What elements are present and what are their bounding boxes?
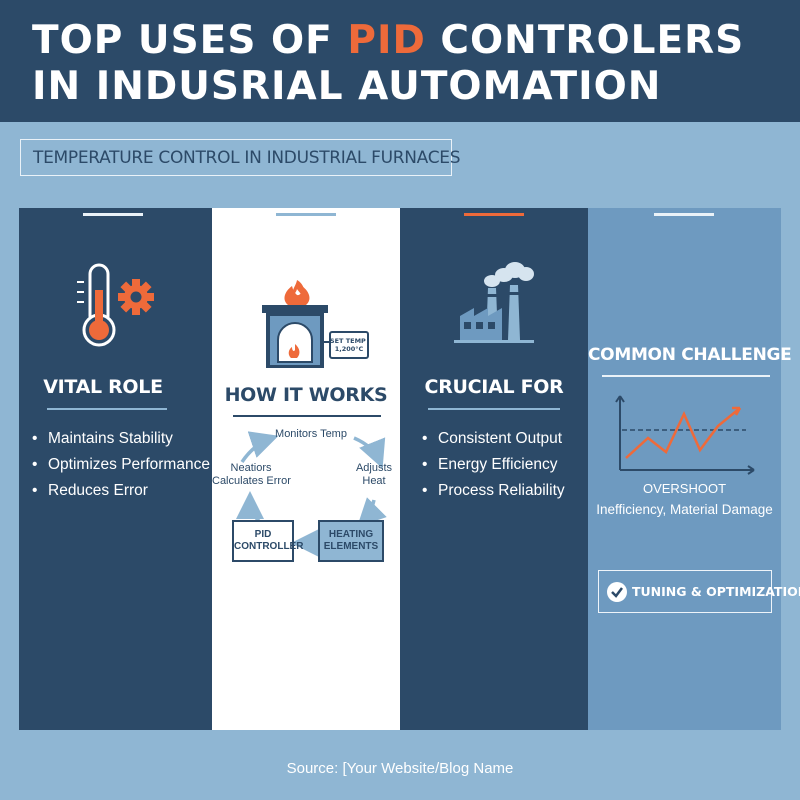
pid-controller-box: PID CONTROLLER <box>232 520 304 562</box>
panel-top-line <box>83 213 143 216</box>
title-accent: PID <box>347 18 426 63</box>
furnace-icon: SET TEMP 1,200°C <box>262 280 369 368</box>
subtitle: TEMPERATURE CONTROL IN INDUSTRIAL FURNAC… <box>33 148 461 168</box>
adjusts-line-2: Heat <box>362 475 386 487</box>
panel-top-line <box>654 213 714 216</box>
title-part-1: TOP USES OF <box>32 18 348 63</box>
source-credit: Source: [Your Website/Blog Name <box>286 760 514 777</box>
crucial-for-underline <box>428 408 560 410</box>
title-line-2: IN INDUSRIAL AUTOMATION <box>32 64 662 109</box>
loop-calculates-label: Neatiors Calculates Error <box>212 462 291 488</box>
heating-elements-box: HEATING ELEMENTS <box>318 520 384 562</box>
pid-line-2: CONTROLLER <box>234 541 304 552</box>
common-challenge-heading: COMMON CHALLENGE <box>588 345 792 365</box>
common-challenge-underline <box>602 375 770 377</box>
thermometer-gear-icon <box>77 263 154 347</box>
overshoot-detail: Inefficiency, Material Damage <box>596 502 773 517</box>
panel-common-challenge: COMMON CHALLENGE OVERSHOOT Inefficiency,… <box>588 208 800 730</box>
how-it-works-underline <box>233 415 381 417</box>
vital-role-underline <box>47 408 167 410</box>
list-item: Reduces Error <box>32 478 210 504</box>
loop-monitors-label: Monitors Temp <box>275 428 347 440</box>
check-circle-icon <box>607 582 627 602</box>
panel-top-line <box>464 213 524 216</box>
panel-crucial-for: CRUCIAL FOR Consistent Output Energy Eff… <box>400 208 588 730</box>
tuning-badge: TUNING & OPTIMIZATION <box>598 570 800 613</box>
panel-how-it-works: SET TEMP 1,200°C HOW IT WORKS Monitors T… <box>212 208 400 730</box>
pid-line-1: PID <box>254 529 272 540</box>
crucial-for-heading: CRUCIAL FOR <box>424 376 564 398</box>
crucial-for-list: Consistent Output Energy Efficiency Proc… <box>422 426 565 504</box>
list-item: Energy Efficiency <box>422 452 565 478</box>
heating-line-1: HEATING <box>328 529 374 540</box>
panel-top-line <box>276 213 336 216</box>
tuning-label: TUNING & OPTIMIZATION <box>632 584 800 599</box>
loop-adjusts-label: Adjusts Heat <box>352 462 396 488</box>
list-item: Maintains Stability <box>32 426 210 452</box>
calc-line-1: Neatiors <box>230 462 272 474</box>
overshoot-label: OVERSHOOT <box>642 481 727 496</box>
panel-vital-role: VITAL ROLE Maintains Stability Optimizes… <box>19 208 212 730</box>
adjusts-line-1: Adjusts <box>355 462 393 474</box>
factory-icon <box>454 262 534 343</box>
list-item: Consistent Output <box>422 426 565 452</box>
furnace-display: SET TEMP 1,200°C <box>330 337 368 353</box>
title-part-2: CONTROLERS <box>425 18 745 63</box>
vital-role-list: Maintains Stability Optimizes Performanc… <box>32 426 210 504</box>
vital-role-heading: VITAL ROLE <box>43 376 163 398</box>
page-title: TOP USES OF PID CONTROLERS IN INDUSRIAL … <box>32 18 744 110</box>
header-banner: TOP USES OF PID CONTROLERS IN INDUSRIAL … <box>0 0 800 122</box>
overshoot-chart-icon <box>615 395 755 475</box>
heating-line-2: ELEMENTS <box>323 541 379 552</box>
calc-line-2: Calculates Error <box>212 475 291 487</box>
how-it-works-heading: HOW IT WORKS <box>224 384 388 406</box>
subtitle-box: TEMPERATURE CONTROL IN INDUSTRIAL FURNAC… <box>20 139 461 176</box>
list-item: Process Reliability <box>422 478 565 504</box>
list-item: Optimizes Performance <box>32 452 210 478</box>
